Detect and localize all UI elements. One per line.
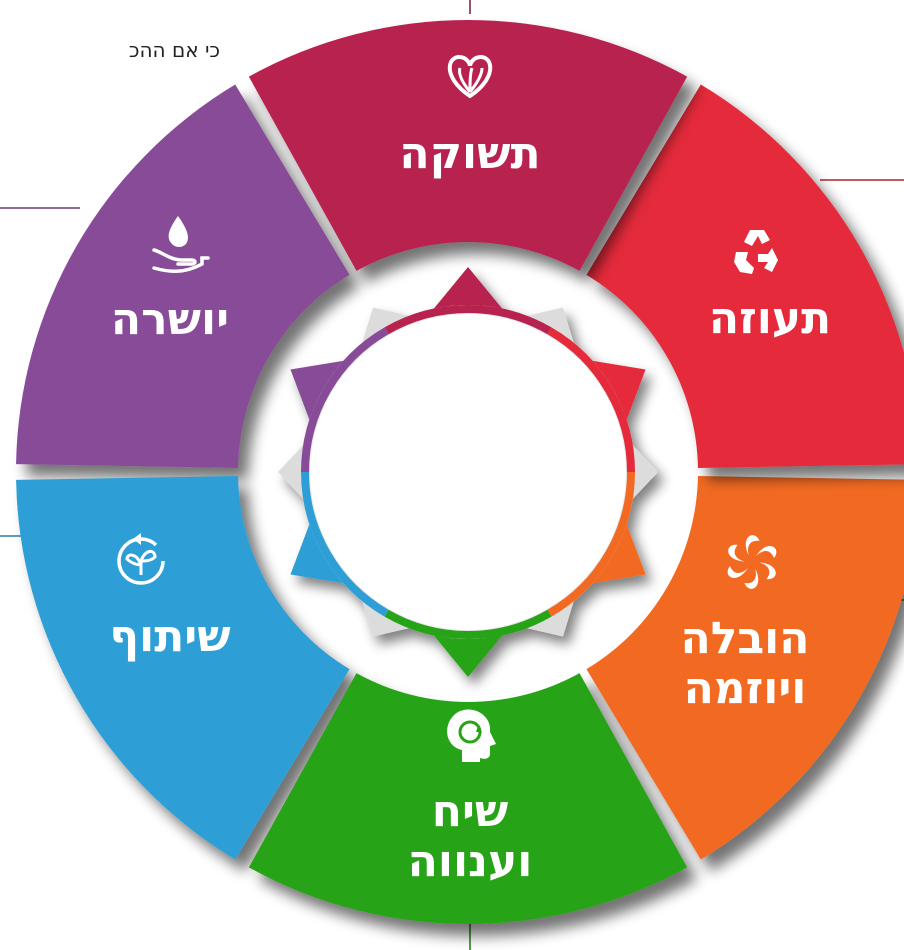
hub-arc-siach bbox=[384, 609, 552, 639]
hub-color-arcs bbox=[301, 305, 635, 639]
segment-label-line: תשוקה bbox=[399, 128, 540, 179]
hub-arc-teshuka bbox=[384, 305, 552, 335]
segment-label-line: שיח bbox=[432, 786, 509, 837]
segment-icons bbox=[117, 55, 778, 762]
hub-star-notch bbox=[626, 438, 658, 506]
segment-label-line: שיתוף bbox=[109, 611, 230, 662]
segment-teshuka bbox=[248, 19, 688, 271]
segment-teuza bbox=[586, 84, 904, 468]
hub-star-notch bbox=[278, 438, 310, 506]
segment-label-line: ויוזמה bbox=[684, 663, 807, 714]
segment-label-teshuka: תשוקה bbox=[399, 128, 540, 179]
segment-label-line: וענווה bbox=[408, 836, 533, 887]
hub-star-point-siach bbox=[428, 629, 508, 677]
segment-label-line: תעוזה bbox=[709, 293, 831, 344]
hub-arc-shituf bbox=[301, 471, 389, 617]
heart-leaves-icon bbox=[447, 55, 493, 99]
hub-arc-hovala bbox=[547, 471, 635, 617]
hub-star-point-teshuka bbox=[428, 267, 508, 315]
recycle-icon bbox=[734, 230, 778, 274]
swirl-flower-icon bbox=[727, 535, 777, 589]
head-cycle-icon bbox=[447, 709, 496, 762]
plant-cycle-icon bbox=[117, 533, 165, 585]
segment-label-teuza: תעוזה bbox=[709, 293, 831, 344]
hub-center-circle bbox=[310, 314, 626, 630]
hub-arc-teuza bbox=[547, 327, 635, 473]
wheel-segments bbox=[16, 19, 904, 924]
segment-label-line: הובלה bbox=[680, 613, 809, 664]
segment-shituf bbox=[16, 476, 350, 860]
hub-arc-yoshra bbox=[301, 327, 389, 473]
corner-text-fragment: כי אם ההכ bbox=[128, 38, 220, 62]
segment-yoshra bbox=[16, 84, 350, 468]
segment-label-shituf: שיתוף bbox=[109, 611, 230, 662]
segment-hovala bbox=[586, 476, 904, 860]
hand-drop-icon bbox=[152, 216, 210, 273]
segment-label-line: יושרה bbox=[111, 294, 229, 345]
segment-label-yoshra: יושרה bbox=[111, 294, 229, 345]
hub bbox=[278, 267, 658, 677]
segment-siach bbox=[248, 673, 688, 924]
